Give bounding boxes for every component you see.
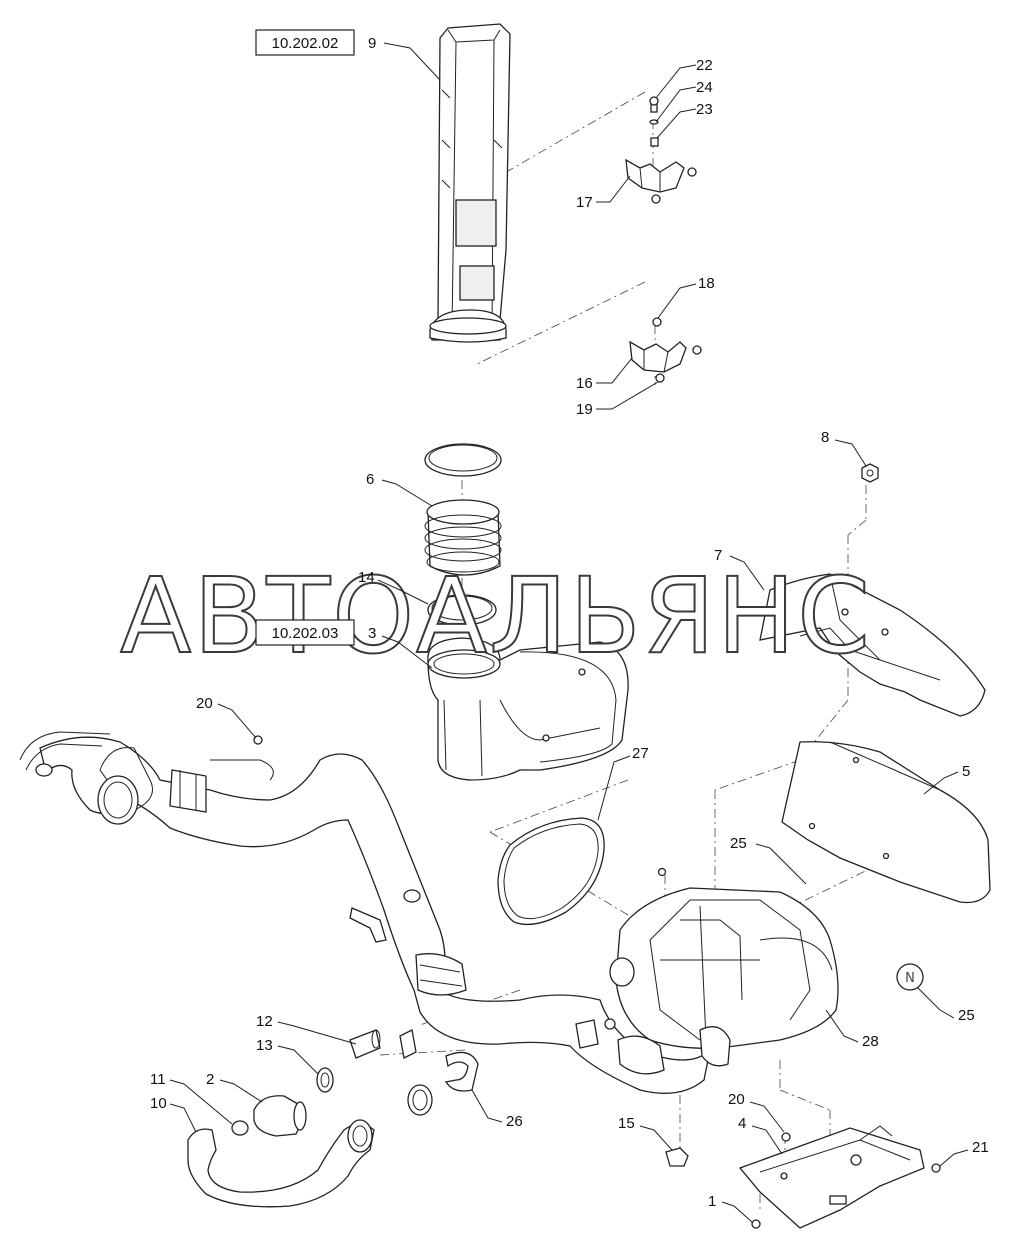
callout-24: 24 [696,79,713,96]
callout-20-upper: 20 [196,695,213,712]
callout-19: 19 [576,401,593,418]
plug-15 [665,1147,689,1167]
callout-5: 5 [962,763,970,780]
washer-24 [649,119,659,125]
gasket-27 [497,817,605,926]
bolt-20-lower [781,1132,791,1142]
exhaust-aftertreatment-28 [609,887,839,1049]
callout-9: 9 [368,35,376,52]
air-filter-inlet-3 [427,637,629,781]
callout-10: 10 [150,1095,167,1112]
callout-11: 11 [150,1071,166,1088]
callout-3: 3 [368,625,376,642]
heat-shield-7 [759,573,986,717]
callout-21: 21 [972,1139,989,1156]
callout-14: 14 [358,569,375,586]
bracket-17 [625,158,697,204]
callout-2: 2 [206,1071,214,1088]
callout-7: 7 [714,547,722,564]
heat-shield-5 [781,741,991,904]
bolt-on-muffler [657,867,667,877]
callout-16: 16 [576,375,593,392]
callout-13: 13 [256,1037,273,1054]
callout-12: 12 [256,1013,273,1030]
callout-22: 22 [696,57,713,74]
svg-text:N: N [905,971,915,986]
air-intake-duct [429,23,511,343]
callout-25-lower: 25 [958,1007,975,1024]
callout-18: 18 [698,275,715,292]
callout-1: 1 [708,1193,716,1210]
washer-18 [652,317,662,327]
clamp-12 [349,1029,381,1059]
callout-26: 26 [506,1113,523,1130]
callout-27: 27 [632,745,649,762]
clip-26 [444,1051,479,1092]
hose-10 [187,1119,375,1208]
bolt-21 [931,1163,941,1173]
hose-clip-pair [399,1029,433,1116]
bracket-16 [629,340,702,373]
mounting-plate-4 [738,1125,925,1229]
charge-air-pipe [19,731,731,1094]
connector-2 [231,1095,307,1137]
reference-box-10-202-02[interactable]: 10.202.02 [255,29,355,56]
hose-clamp-14 [427,594,497,626]
spacer-23 [650,137,659,147]
callout-20-lower: 20 [728,1091,745,1108]
callout-23: 23 [696,101,713,118]
callout-4: 4 [738,1115,746,1132]
reference-box-10-202-03[interactable]: 10.202.03 [255,619,355,646]
hose-clamp-ring [424,443,502,477]
watermark-text: АВТОАЛЬЯНС [120,555,872,677]
callout-25-upper: 25 [730,835,747,852]
decal-25: N [896,963,924,991]
callout-17: 17 [576,194,593,211]
clamp-13 [316,1067,334,1093]
callout-15: 15 [618,1115,635,1132]
reference-code: 10.202.03 [272,625,339,642]
callout-28: 28 [862,1033,879,1050]
callout-6: 6 [366,471,374,488]
bolt-19 [655,373,665,383]
reference-code: 10.202.02 [272,35,339,52]
callout-8: 8 [821,429,829,446]
bolt-22 [649,96,659,113]
bolt-1 [751,1219,761,1229]
bellows-6 [424,499,502,576]
callouts: 9 22 24 23 17 18 16 19 8 6 7 14 3 20 27 … [150,35,989,1223]
nut-8 [861,463,879,483]
